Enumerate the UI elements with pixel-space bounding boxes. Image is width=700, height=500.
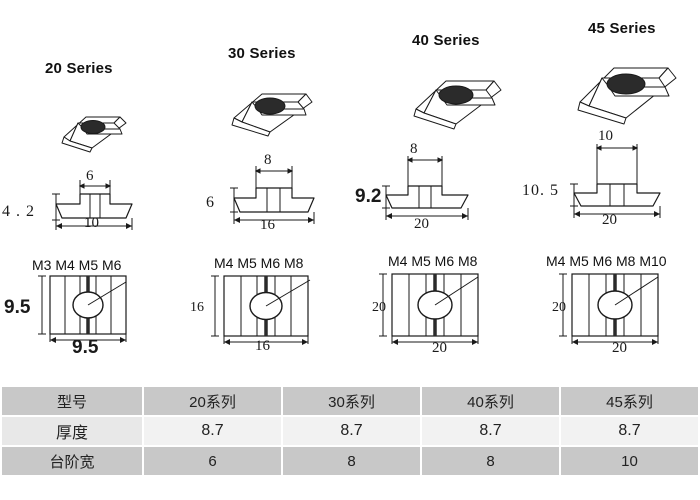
bottom-view xyxy=(559,273,659,345)
table-cell: 20系列 xyxy=(144,387,281,415)
table-row: 型号 20系列 30系列 40系列 45系列 xyxy=(2,387,698,415)
front-top-width-label: 6 xyxy=(86,168,94,184)
table-cell: 8.7 xyxy=(422,417,559,445)
table-cell: 8 xyxy=(422,447,559,475)
front-cross-section xyxy=(230,166,315,224)
table-cell: 8 xyxy=(283,447,420,475)
series-block-20: 20 Series 6 4 . 2 10 xyxy=(0,0,180,380)
series-block-45: 45 Series 10 10. 5 20 xyxy=(522,0,700,380)
tnut-isometric-icon xyxy=(220,78,316,140)
front-height-label: 6 xyxy=(206,194,215,211)
front-base-width-label: 10 xyxy=(84,215,99,231)
front-height-label: 10. 5 xyxy=(522,182,559,199)
front-base-width-label: 16 xyxy=(260,217,275,233)
tnut-isometric-icon xyxy=(52,103,128,155)
bottom-view xyxy=(211,275,311,345)
series-title: 45 Series xyxy=(588,20,656,37)
front-cross-section xyxy=(570,144,661,218)
table-cell: 30系列 xyxy=(283,387,420,415)
thread-sizes-label: M4 M5 M6 M8 M10 xyxy=(546,253,667,269)
series-title: 20 Series xyxy=(45,60,113,77)
thread-sizes-label: M4 M5 M6 M8 xyxy=(214,255,304,271)
thread-sizes-label: M4 M5 M6 M8 xyxy=(388,253,478,269)
table-cell: 10 xyxy=(561,447,698,475)
technical-diagram: 20 Series 6 4 . 2 10 xyxy=(0,0,700,380)
series-block-30: 30 Series 8 6 16 xyxy=(180,0,370,380)
table-cell: 8.7 xyxy=(561,417,698,445)
row-label: 型号 xyxy=(2,387,142,415)
table-row: 厚度 8.7 8.7 8.7 8.7 xyxy=(2,417,698,445)
bottom-width-label: 20 xyxy=(432,340,447,356)
bottom-width-label: 9.5 xyxy=(72,337,99,358)
tnut-isometric-icon xyxy=(564,52,682,128)
front-top-width-label: 8 xyxy=(264,152,272,168)
front-height-label: 4 . 2 xyxy=(2,203,35,220)
table-row: 台阶宽 6 8 8 10 xyxy=(2,447,698,475)
specification-table: 型号 20系列 30系列 40系列 45系列 厚度 8.7 8.7 8.7 8.… xyxy=(0,385,700,477)
tnut-isometric-icon xyxy=(402,65,506,133)
front-top-width-label: 8 xyxy=(410,141,418,157)
table-cell: 6 xyxy=(144,447,281,475)
front-height-label: 9.2 xyxy=(355,186,382,207)
series-block-40: 40 Series 8 9.2 20 xyxy=(355,0,550,380)
table-cell: 40系列 xyxy=(422,387,559,415)
table-cell: 45系列 xyxy=(561,387,698,415)
series-title: 30 Series xyxy=(228,45,296,62)
bottom-width-label: 20 xyxy=(612,340,627,356)
front-top-width-label: 10 xyxy=(598,128,613,144)
bottom-height-label: 9.5 xyxy=(4,297,31,318)
front-cross-section xyxy=(52,180,133,230)
front-base-width-label: 20 xyxy=(602,212,617,228)
bottom-height-label: 16 xyxy=(190,300,204,315)
row-label: 台阶宽 xyxy=(2,447,142,475)
front-cross-section xyxy=(382,156,469,220)
thread-sizes-label: M3 M4 M5 M6 xyxy=(32,257,122,273)
front-base-width-label: 20 xyxy=(414,216,429,232)
bottom-view xyxy=(379,273,479,345)
table-cell: 8.7 xyxy=(144,417,281,445)
series-title: 40 Series xyxy=(412,32,480,49)
bottom-view xyxy=(38,275,127,343)
row-label: 厚度 xyxy=(2,417,142,445)
table-cell: 8.7 xyxy=(283,417,420,445)
